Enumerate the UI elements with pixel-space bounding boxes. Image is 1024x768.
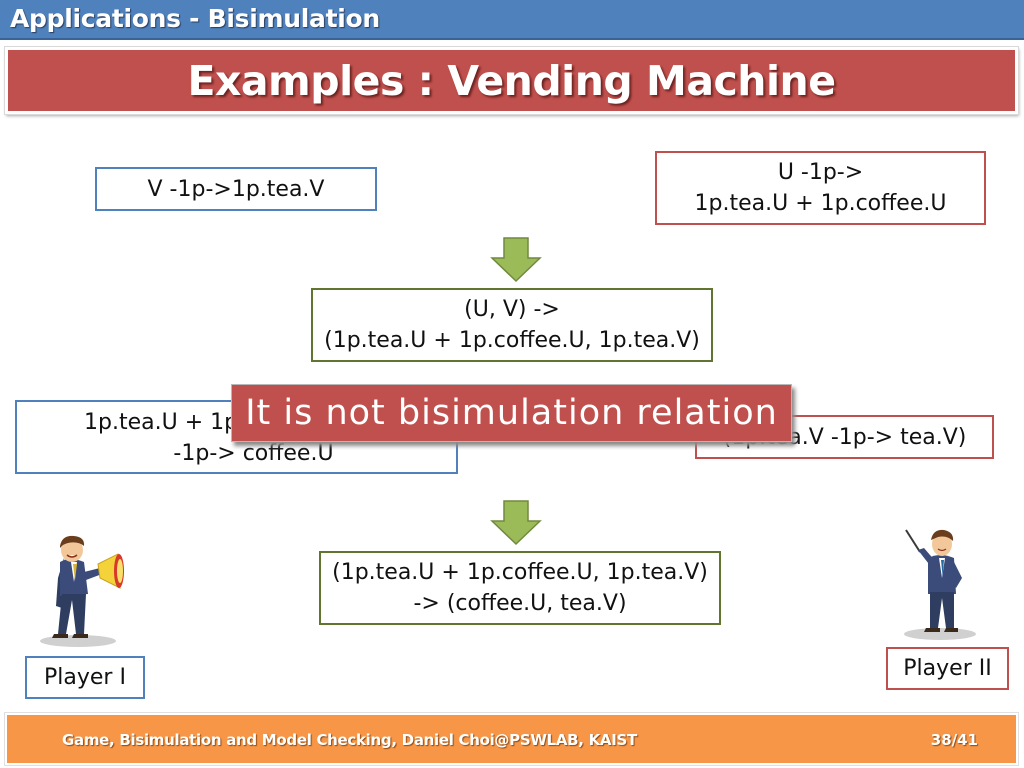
u-definition-line-1: U -1p-> (777, 160, 864, 185)
section-header-bar: Applications - Bisimulation (0, 0, 1024, 40)
slide-title: Examples : Vending Machine (187, 56, 836, 105)
next-state-pair-line-1: (1p.tea.U + 1p.coffee.U, 1p.tea.V) (332, 560, 708, 585)
u-definition-line-2: 1p.tea.U + 1p.coffee.U (694, 191, 947, 216)
next-state-pair-line-2: -> (coffee.U, tea.V) (413, 591, 627, 616)
v-definition-box: V -1p->1p.tea.V (95, 167, 377, 211)
megaphone-businessman-icon (40, 535, 124, 647)
player2-move-box: (1p.tea.V -1p-> tea.V) (695, 415, 994, 459)
page-number: 38/41 (930, 731, 978, 749)
footer-text: Game, Bisimulation and Model Checking, D… (62, 731, 637, 749)
next-state-pair-box: (1p.tea.U + 1p.coffee.U, 1p.tea.V) -> (c… (319, 551, 721, 625)
state-pair-line-2: (1p.tea.U + 1p.coffee.U, 1p.tea.V) (324, 328, 700, 353)
down-arrow-icon (490, 500, 542, 546)
not-bisimulation-callout: It is not bisimulation relation (231, 384, 792, 442)
footer-bar: Game, Bisimulation and Model Checking, D… (4, 712, 1019, 766)
slide-title-banner: Examples : Vending Machine (4, 46, 1019, 115)
pointing-businessman-icon (904, 529, 976, 640)
section-title: Applications - Bisimulation (10, 4, 380, 33)
state-pair-line-1: (U, V) -> (464, 297, 560, 322)
player2-label-box: Player II (886, 647, 1009, 690)
player2-label: Player II (903, 656, 992, 681)
u-definition-box: U -1p-> 1p.tea.U + 1p.coffee.U (655, 151, 986, 225)
down-arrow-icon (490, 237, 542, 283)
player1-move-line-2: -1p-> coffee.U (173, 441, 334, 466)
player1-label-box: Player I (25, 656, 145, 699)
v-definition-line-1: V -1p->1p.tea.V (147, 176, 325, 202)
state-pair-box: (U, V) -> (1p.tea.U + 1p.coffee.U, 1p.te… (311, 288, 713, 362)
player1-label: Player I (44, 665, 126, 690)
